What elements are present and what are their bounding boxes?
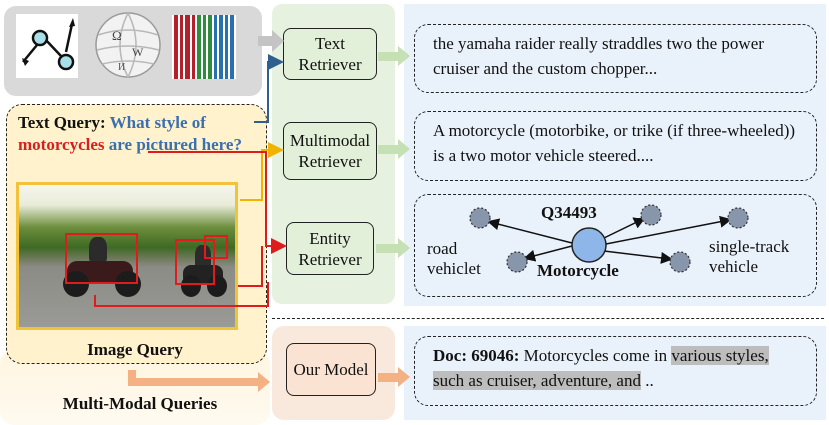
retriever-output-arrows (376, 46, 410, 258)
entity-graph (469, 204, 749, 273)
neighbor-left-label: road vehiclet (427, 239, 481, 278)
text-query: Text Query: What style of motorcycles ar… (18, 112, 263, 156)
entity-node (571, 227, 607, 263)
text-query-label: Text Query: (18, 113, 106, 132)
multimodal-retriever-result: A motorcycle (motorbike, or trike (if th… (414, 111, 817, 181)
wheel (207, 275, 227, 297)
text-retriever-result: the yamaha raider really straddles two t… (414, 24, 817, 93)
text-query-arrow (254, 54, 284, 123)
sources-arrow (258, 30, 284, 52)
doc-label: Doc: 69046: (433, 346, 520, 365)
multimodal-queries-label: Multi-Modal Queries (62, 394, 218, 413)
question-part-1: What style of (109, 113, 206, 132)
rider-1 (89, 237, 107, 263)
neighbor-node (469, 207, 491, 229)
graph-icon (16, 14, 78, 78)
detection-box (204, 235, 228, 259)
svg-text:Ω: Ω (112, 28, 122, 43)
detection-to-entity-line (238, 246, 263, 287)
entity-id: Q34493 (541, 203, 597, 222)
detection-box (65, 233, 138, 284)
section-divider (272, 318, 824, 319)
our-model-box: Our Model (286, 343, 376, 396)
retrieval-results-panel (404, 4, 826, 306)
neighbor-right-label: single-track vehicle (709, 237, 790, 276)
neighbor-node (640, 204, 662, 226)
doc-text: Motorcycles come in (523, 346, 668, 365)
our-model-arrows (128, 367, 410, 392)
image-query-label: Image Query (87, 340, 183, 359)
entity-retriever-box: Entity Retriever (286, 222, 374, 275)
wheel (181, 275, 201, 297)
wikipedia-globe-icon: Ω W И (95, 12, 161, 78)
image-query-arrow (240, 142, 284, 201)
entity-name: Motorcycle (537, 261, 619, 280)
barcode-icon (172, 15, 236, 79)
question-keyword: motorcycles (18, 135, 105, 154)
question-part-2: are pictured here? (108, 135, 242, 154)
entity-graph-result: Q34493 Motorcycle road vehiclet single-t… (414, 194, 817, 297)
neighbor-node (506, 251, 528, 273)
neighbor-node (669, 251, 691, 273)
svg-text:И: И (118, 62, 125, 73)
svg-text:W: W (132, 45, 144, 59)
multimodal-retriever-box: Multimodal Retriever (283, 122, 377, 180)
neighbor-node (727, 207, 749, 229)
wheel (63, 271, 89, 297)
our-model-result: Doc: 69046: Motorcycles come in various … (414, 336, 817, 406)
rider-2 (195, 245, 211, 269)
keyword-to-entity-arrow (148, 151, 287, 254)
text-retriever-box: Text Retriever (283, 28, 377, 80)
doc-text-end: .. (645, 371, 654, 390)
detection-box (175, 239, 215, 285)
detection-to-entity-line (94, 282, 269, 307)
